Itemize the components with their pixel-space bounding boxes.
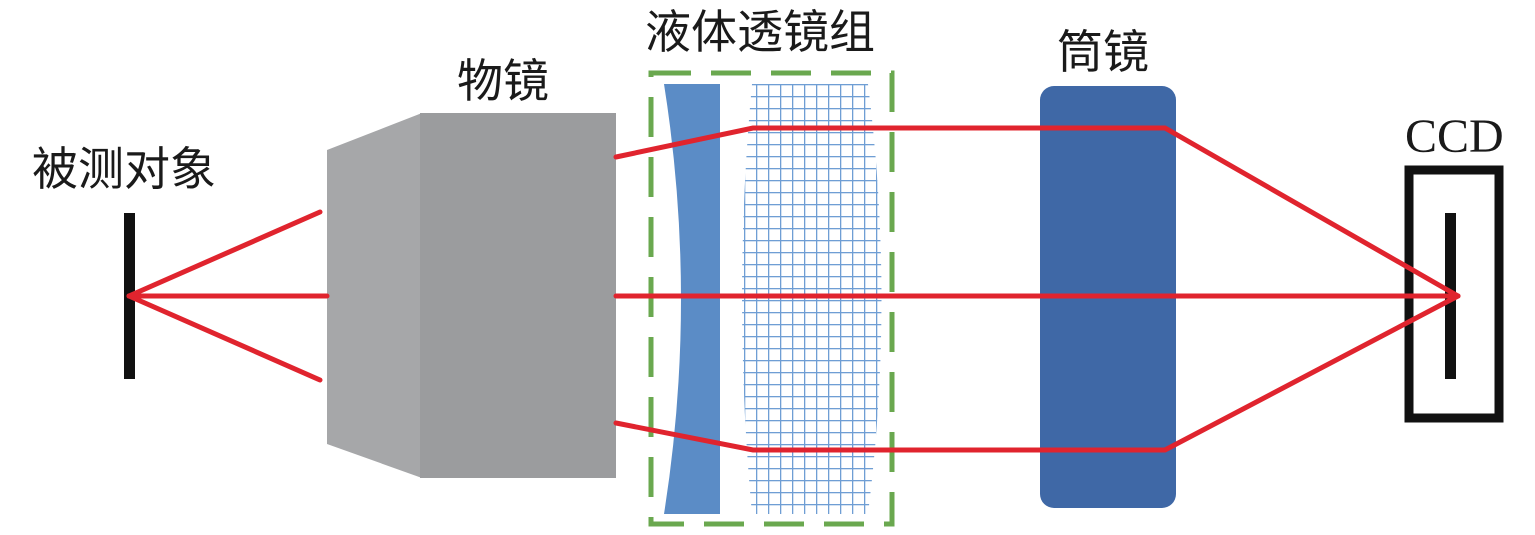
- tube-lens-label: 筒镜: [1057, 25, 1149, 79]
- ray-object-to-objective-bottom: [126, 293, 323, 383]
- ccd-label: CCD: [1405, 110, 1504, 163]
- objective-body: [420, 113, 616, 478]
- objective-label: 物镜: [457, 54, 549, 108]
- liquid-lens-group-label: 液体透镜组: [645, 5, 875, 59]
- liquid-lens-grid: [742, 84, 882, 514]
- ray-object-to-objective-top: [126, 209, 323, 299]
- object-label: 被测对象: [32, 142, 216, 196]
- liquid-lens-group: [648, 70, 895, 527]
- liquid-lens-concave: [664, 84, 720, 514]
- objective-lens: [327, 113, 616, 478]
- light-rays: [126, 125, 1461, 453]
- objective-front-face: [327, 113, 422, 478]
- ray-upper-path: [613, 125, 1461, 299]
- ray-lower-path: [613, 293, 1461, 453]
